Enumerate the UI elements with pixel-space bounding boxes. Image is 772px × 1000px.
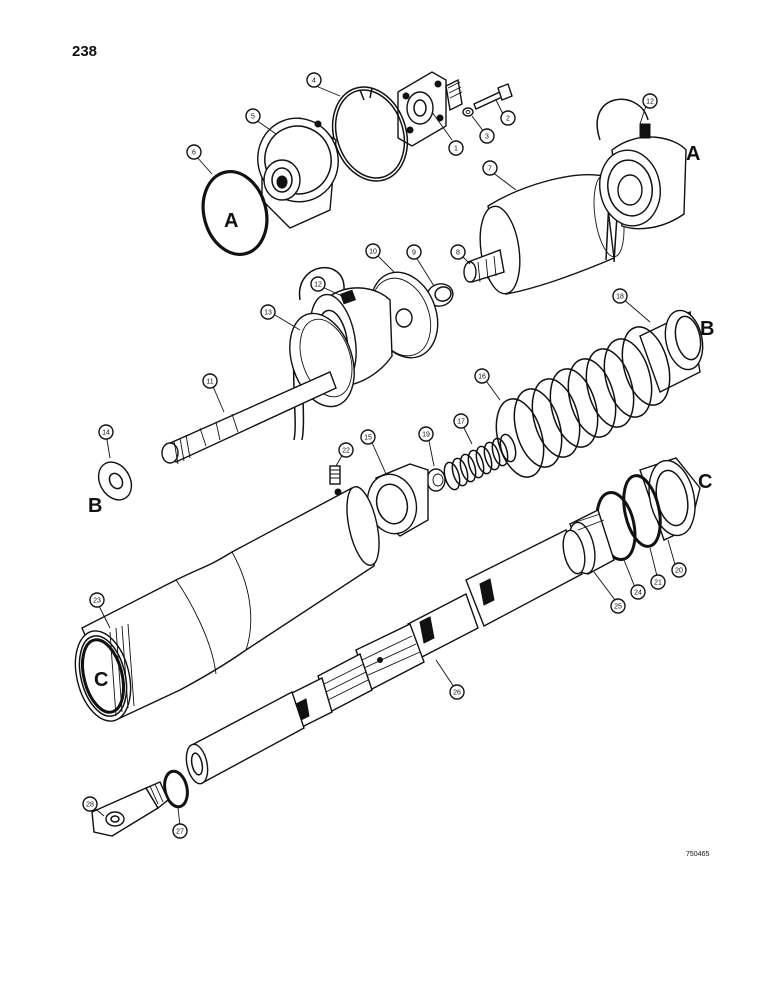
callout-5: 5 <box>245 108 261 124</box>
callout-16: 16 <box>474 368 490 384</box>
part-o-ring-27 <box>163 769 189 809</box>
callout-1: 1 <box>448 140 464 156</box>
callout-26: 26 <box>449 684 465 700</box>
callout-21: 21 <box>650 574 666 590</box>
svg-text:7: 7 <box>488 166 492 173</box>
part-cylinder-housing <box>74 486 380 722</box>
svg-text:16: 16 <box>478 374 486 381</box>
svg-text:28: 28 <box>86 802 94 809</box>
part-valve-spool <box>185 529 586 785</box>
callout-15: 15 <box>360 429 376 445</box>
callout-10: 10 <box>365 243 381 259</box>
svg-text:22: 22 <box>342 448 350 455</box>
callout-9: 9 <box>406 244 422 260</box>
callout-23: 23 <box>89 592 105 608</box>
part-bolt <box>473 83 513 110</box>
part-retainer-c <box>639 457 701 541</box>
callout-2: 2 <box>500 110 516 126</box>
svg-text:8: 8 <box>456 250 460 257</box>
svg-text:1: 1 <box>454 146 458 153</box>
callout-24: 24 <box>630 584 646 600</box>
svg-text:3: 3 <box>485 134 489 141</box>
letter-a-coil: A <box>686 143 700 165</box>
letter-a-oring: A <box>224 210 238 232</box>
part-piston-body <box>463 174 625 295</box>
letter-b-guide: B <box>700 318 714 340</box>
part-small-ring <box>426 468 446 492</box>
svg-text:20: 20 <box>675 568 683 575</box>
svg-text:13: 13 <box>264 310 272 317</box>
svg-text:25: 25 <box>614 604 622 611</box>
part-clevis <box>91 781 169 837</box>
part-spring-guide <box>639 309 704 393</box>
svg-text:11: 11 <box>206 379 213 386</box>
svg-text:18: 18 <box>616 294 624 301</box>
callout-17: 17 <box>453 413 469 429</box>
svg-text:26: 26 <box>453 690 461 697</box>
svg-text:27: 27 <box>176 829 184 836</box>
svg-text:9: 9 <box>412 250 416 257</box>
letter-b-washer: B <box>88 495 102 517</box>
svg-text:23: 23 <box>93 598 101 605</box>
part-o-ring-21 <box>622 474 662 548</box>
callout-20: 20 <box>671 562 687 578</box>
callout-14: 14 <box>98 424 114 440</box>
callout-27: 27 <box>172 823 188 839</box>
svg-text:12: 12 <box>314 282 322 289</box>
callout-7: 7 <box>482 160 498 176</box>
svg-text:21: 21 <box>654 580 662 587</box>
svg-text:2: 2 <box>506 116 510 123</box>
callout-4: 4 <box>306 72 322 88</box>
part-spring-large <box>495 326 671 478</box>
callout-19: 19 <box>418 426 434 442</box>
part-cap <box>257 117 339 229</box>
callout-28: 28 <box>82 796 98 812</box>
part-spring-small <box>443 433 517 491</box>
svg-text:24: 24 <box>634 590 642 597</box>
callout-11: 11 <box>202 373 218 389</box>
part-washer-b <box>97 461 133 501</box>
part-seat <box>366 463 429 537</box>
part-shaft <box>161 371 337 465</box>
svg-text:15: 15 <box>364 435 372 442</box>
svg-text:6: 6 <box>192 150 196 157</box>
part-coil-upper <box>596 98 687 263</box>
callout-3: 3 <box>479 128 495 144</box>
svg-text:5: 5 <box>251 114 255 121</box>
callout-12-middle: 12 <box>310 276 326 292</box>
part-o-ring-a <box>201 170 269 256</box>
callout-8: 8 <box>450 244 466 260</box>
callout-22: 22 <box>338 442 354 458</box>
letter-c-retainer: C <box>698 471 712 493</box>
part-set-screw <box>329 465 341 485</box>
callout-13: 13 <box>260 304 276 320</box>
part-fitting-flange <box>397 71 463 147</box>
svg-text:10: 10 <box>369 249 377 256</box>
part-washer-small <box>462 107 474 117</box>
svg-text:4: 4 <box>312 78 316 85</box>
letter-c-housing: C <box>94 669 108 691</box>
callout-12-upper: 12 <box>642 93 658 109</box>
callout-25: 25 <box>610 598 626 614</box>
svg-text:17: 17 <box>457 419 465 426</box>
svg-text:14: 14 <box>102 430 110 437</box>
svg-text:12: 12 <box>646 99 654 106</box>
svg-text:19: 19 <box>422 432 430 439</box>
callout-18: 18 <box>612 288 628 304</box>
page-number: 238 <box>72 43 98 60</box>
figure-code: 750465 <box>686 851 710 858</box>
callout-6: 6 <box>186 144 202 160</box>
